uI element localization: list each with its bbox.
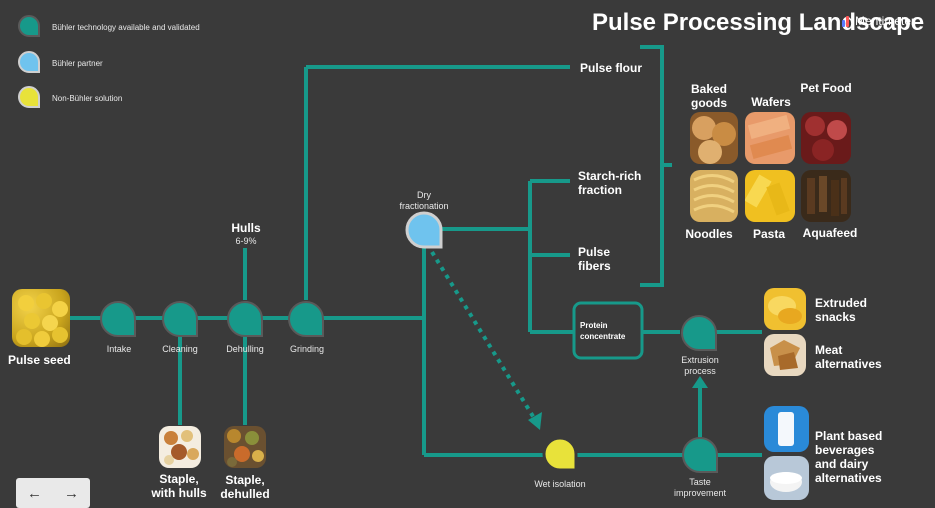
pasta-image <box>745 170 795 222</box>
pulse-seed-image <box>12 289 70 347</box>
meat-alternatives-image <box>764 334 806 376</box>
dehulling-node <box>228 302 262 336</box>
wafers-label: Wafers <box>745 95 797 109</box>
dehulling-label: Dehulling <box>219 344 271 355</box>
plant-beverages-image <box>764 406 809 452</box>
baked-goods-image <box>690 112 738 164</box>
extruded-snacks-image <box>764 288 806 330</box>
brand-logo: Mentimeter <box>842 14 915 28</box>
intake-node <box>101 302 135 336</box>
pulse-fibers-label: Pulse fibers <box>578 245 628 273</box>
pulse-seed-label: Pulse seed <box>8 353 71 367</box>
cleaning-label: Cleaning <box>154 344 206 355</box>
hulls-percent: 6-9% <box>225 236 267 247</box>
legend-blue-icon <box>19 52 39 72</box>
hulls-label: Hulls <box>225 221 267 235</box>
pasta-label: Pasta <box>745 227 793 241</box>
legend-teal-icon <box>19 16 39 36</box>
staple-with-hulls-label: Staple, with hulls <box>146 472 212 500</box>
legend-label-teal: Bühler technology available and validate… <box>52 23 200 32</box>
pet-food-label: Pet Food <box>800 81 852 95</box>
staple-with-hulls-image <box>159 426 201 468</box>
wafers-image <box>745 112 795 164</box>
baked-goods-label: Baked goods <box>684 82 734 110</box>
starch-rich-label: Starch-rich fraction <box>578 169 650 197</box>
slide-navigation: ← → <box>16 478 90 508</box>
taste-node <box>683 438 717 472</box>
staple-dehulled-image <box>224 426 266 468</box>
connector-lines <box>70 67 762 455</box>
dry-fractionation-node <box>407 213 441 247</box>
noodles-label: Noodles <box>680 227 738 241</box>
wet-isolation-node <box>544 438 576 470</box>
cleaning-node <box>163 302 197 336</box>
wet-isolation-label: Wet isolation <box>532 479 588 490</box>
extrusion-node <box>682 316 716 350</box>
brand-name: Mentimeter <box>855 14 915 28</box>
pulse-flour-label: Pulse flour <box>580 61 642 75</box>
legend-label-yellow: Non-Bühler solution <box>52 94 122 103</box>
protein-concentrate-label: Protein concentrate <box>580 320 640 342</box>
next-button[interactable]: → <box>64 485 79 502</box>
grinding-node <box>289 302 323 336</box>
plant-beverages-label: Plant based beverages and dairy alternat… <box>815 429 897 485</box>
prev-button[interactable]: ← <box>27 485 42 502</box>
mentimeter-icon <box>842 16 852 27</box>
aquafeed-image <box>801 170 851 222</box>
meat-alternatives-label: Meat alternatives <box>815 343 891 371</box>
pet-food-image <box>801 112 851 164</box>
grinding-label: Grinding <box>282 344 332 355</box>
extrusion-label: Extrusion process <box>672 355 728 377</box>
legend-label-blue: Bühler partner <box>52 59 103 68</box>
taste-improvement-label: Taste improvement <box>668 477 732 499</box>
dotted-connector <box>432 252 534 418</box>
legend-yellow-icon <box>19 87 39 107</box>
extruded-snacks-label: Extruded snacks <box>815 296 875 324</box>
arrow-up-icon <box>692 376 708 388</box>
aquafeed-label: Aquafeed <box>800 226 860 240</box>
noodles-image <box>690 170 738 222</box>
dry-fractionation-label: Dry fractionation <box>392 190 456 212</box>
bracket <box>640 47 672 285</box>
dairy-alternatives-image <box>764 456 809 500</box>
staple-dehulled-label: Staple, dehulled <box>212 473 278 501</box>
intake-label: Intake <box>98 344 140 355</box>
